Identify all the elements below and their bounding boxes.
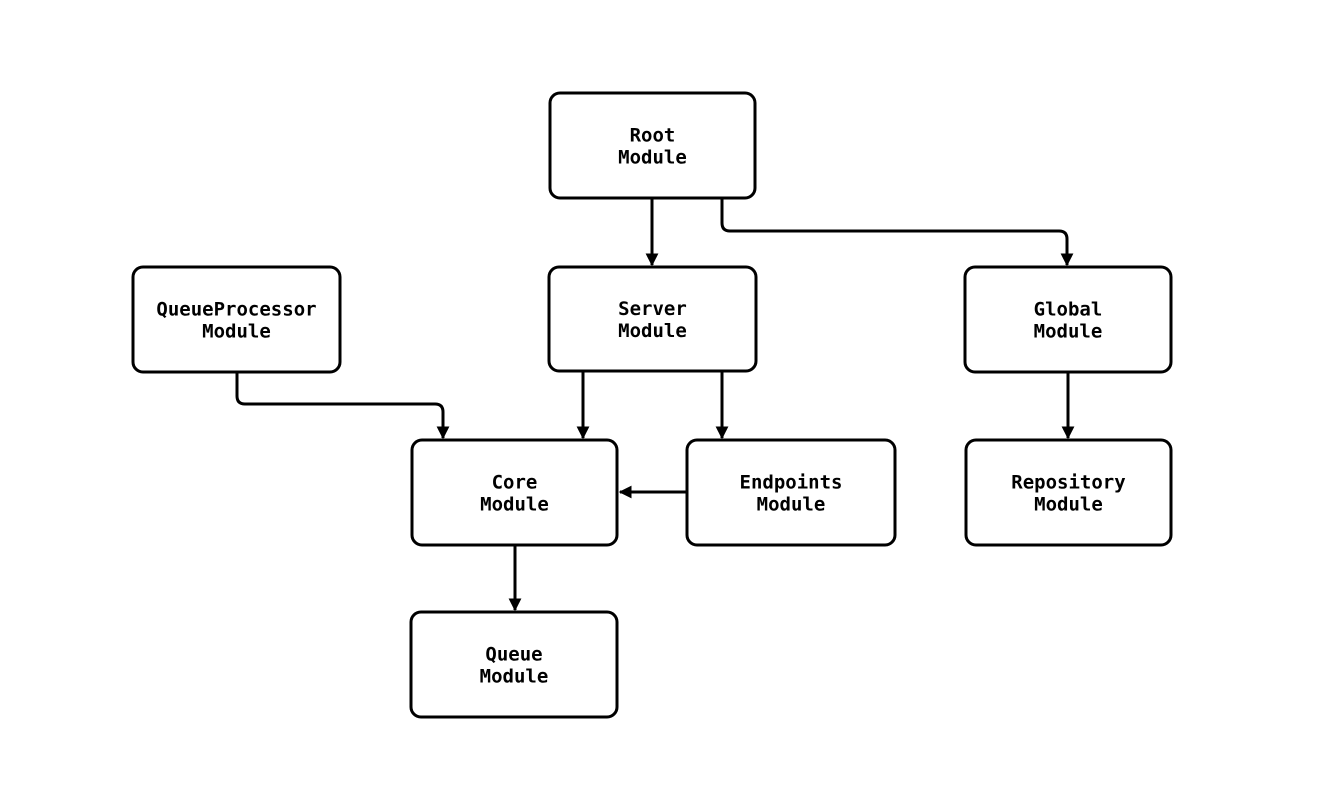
node-label-line: Server (618, 298, 687, 320)
node-box (409, 610, 619, 719)
node-box (964, 438, 1173, 547)
node-box (410, 438, 619, 547)
node-label-line: Module (1034, 321, 1103, 343)
node-label-line: Root (630, 125, 676, 147)
node-label-line: Module (1034, 494, 1103, 516)
node-box (548, 91, 757, 200)
node-label-line: Module (618, 147, 687, 169)
edge-layer (235, 197, 1075, 612)
edge-queueprocessor-to-core (235, 371, 450, 440)
node-box (131, 265, 342, 374)
node-label-line: Module (202, 321, 271, 343)
edge-root-to-global (720, 197, 1074, 267)
node-label-line: Module (480, 666, 549, 688)
node-box (685, 438, 897, 547)
node-box (547, 265, 758, 373)
node-label-line: Module (757, 494, 826, 516)
node-label-line: Queue (485, 644, 542, 666)
node-label-line: Repository (1011, 472, 1125, 494)
node-label-line: QueueProcessor (156, 299, 316, 321)
node-label-line: Core (492, 472, 538, 494)
node-label-line: Global (1034, 299, 1103, 321)
node-label-line: Module (480, 494, 549, 516)
node-label-line: Module (618, 320, 687, 342)
node-box (963, 265, 1173, 374)
node-label-line: Endpoints (740, 472, 843, 494)
